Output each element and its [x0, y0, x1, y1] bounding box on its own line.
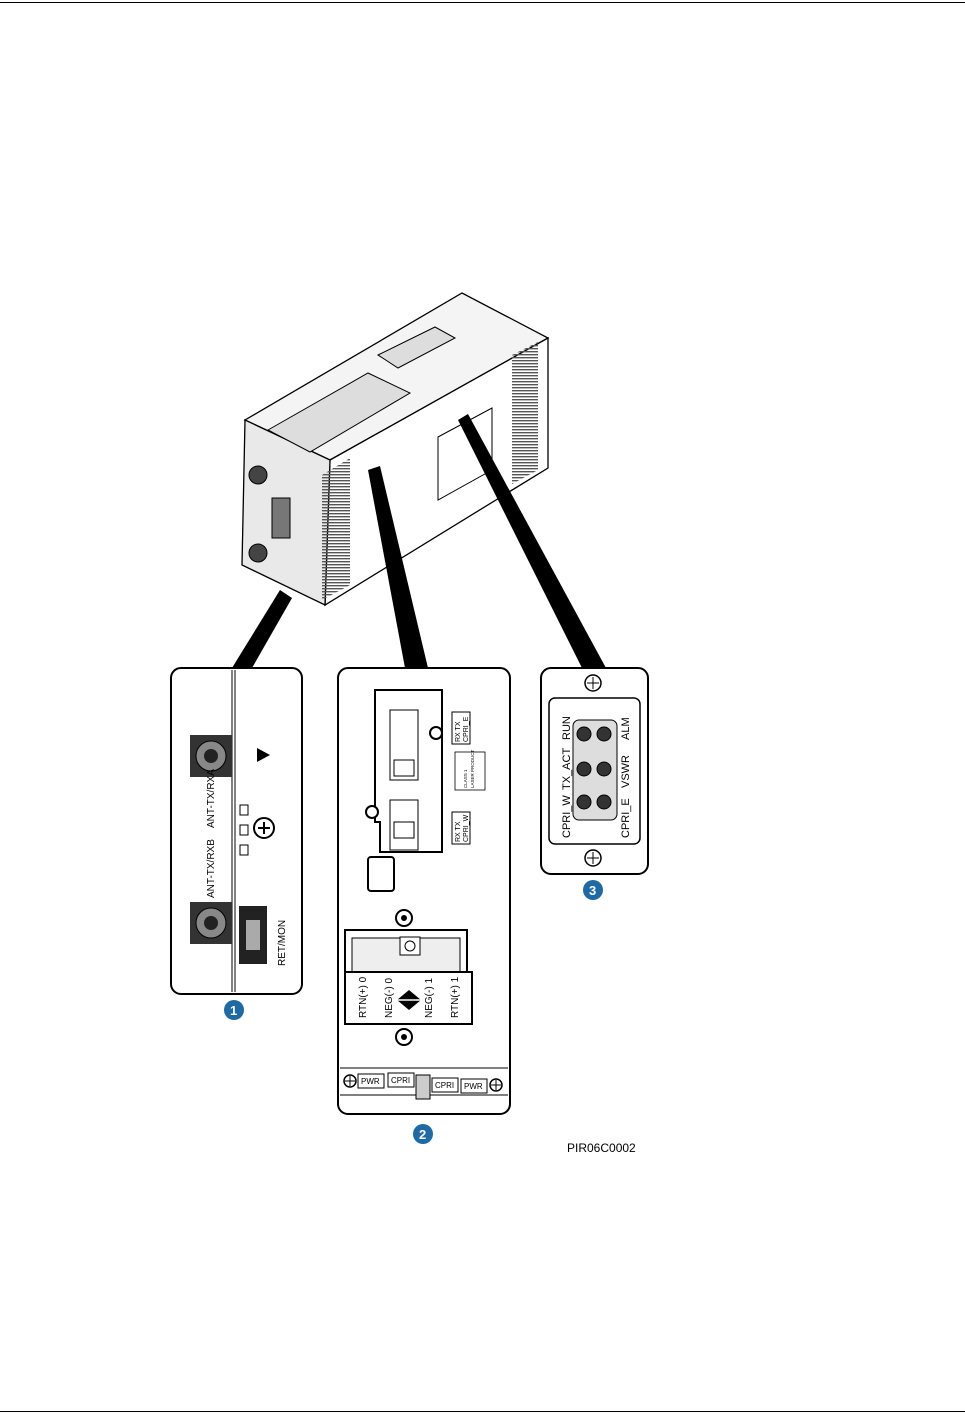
ground-screw-icon: [254, 818, 274, 838]
laser-product-label: LASER PRODUCT: [470, 749, 475, 788]
sfp-top-rxtx: RX TX: [455, 721, 462, 742]
led-label-run: RUN: [561, 716, 573, 740]
strip-pwr-left: PWR: [361, 1077, 380, 1086]
panel-3-indicators: CPRI_W TX_ACT RUN CPRI_E VSWR ALM: [541, 668, 648, 874]
pin-neg1: NEG(-) 1: [424, 978, 435, 1018]
led-label-tx-act: TX_ACT: [561, 748, 573, 790]
strip-cpri-left: CPRI: [391, 1076, 410, 1085]
port-label-ant-b: ANT-TX/RXB: [206, 839, 217, 898]
callout-1-num: 1: [230, 1003, 237, 1018]
panel-1-rf-ports: ANT-TX/RXA ANT-TX/RXB RET/MON: [171, 668, 302, 994]
callout-2: 2: [413, 1124, 433, 1144]
small-connector: [368, 857, 394, 891]
pin-neg0: NEG(-) 0: [384, 978, 395, 1018]
sfp-top-cpri-e: CPRI_E: [463, 716, 470, 742]
figure-id: PIR06C0002: [567, 1141, 636, 1155]
pin-rtn0: RTN(+) 0: [358, 976, 369, 1018]
port-label-ant-a: ANT-TX/RXA: [206, 769, 217, 828]
pin-rtn1: RTN(+) 1: [450, 976, 461, 1018]
strip-cpri-right: CPRI: [435, 1081, 454, 1090]
ret-mon-port: [239, 906, 267, 964]
strip-pwr-right: PWR: [464, 1082, 483, 1091]
panel-2-cpri-power: RX TX CPRI_E RX TX CPRI_W CLASS 1 LASER …: [338, 668, 510, 1114]
ant-b-connector: [190, 902, 232, 944]
callout-3: 3: [583, 880, 603, 900]
led-label-cpri-w: CPRI_W: [561, 795, 573, 838]
sfp-bottom-cpri-w: CPRI_W: [463, 814, 470, 842]
port-label-ret-mon: RET/MON: [277, 920, 288, 966]
led-label-cpri-e: CPRI_E: [620, 798, 632, 838]
callout-2-num: 2: [419, 1127, 426, 1142]
laser-class-label: CLASS 1: [463, 769, 468, 788]
callout-3-num: 3: [589, 883, 596, 898]
led-label-vswr: VSWR: [620, 755, 632, 788]
callout-1: 1: [224, 1000, 244, 1020]
led-label-alm: ALM: [620, 717, 632, 740]
sfp-bottom-rxtx: RX TX: [455, 821, 462, 842]
